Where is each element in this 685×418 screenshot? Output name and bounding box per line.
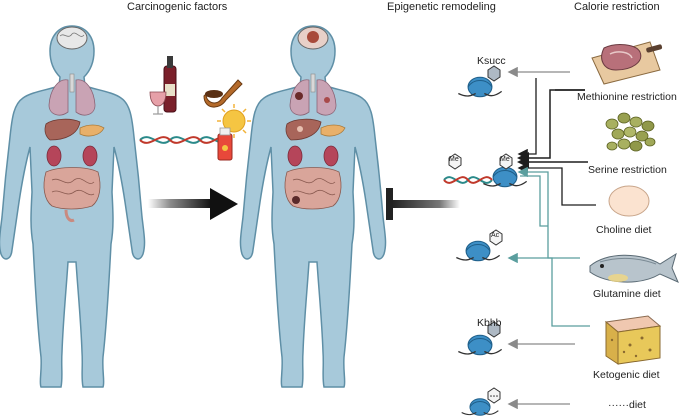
connector-arrows bbox=[507, 66, 596, 410]
sun-icon bbox=[217, 104, 251, 138]
diet-ketogenic-label: Ketogenic diet bbox=[593, 369, 660, 381]
pipe-icon bbox=[203, 79, 243, 108]
inhibition-bar bbox=[386, 188, 460, 220]
wine-icon bbox=[149, 56, 177, 115]
diet-choline-label: Choline diet bbox=[596, 224, 652, 236]
kidneys-icon bbox=[46, 145, 98, 167]
diseased-kidneys-icon bbox=[287, 145, 339, 167]
egg-icon bbox=[608, 185, 650, 217]
mark-kbhb: Kbhb bbox=[477, 317, 502, 329]
beans-icon bbox=[605, 112, 656, 152]
acetyl-nucleosome bbox=[455, 229, 503, 262]
lungs-icon bbox=[48, 73, 96, 116]
intestine-icon bbox=[43, 167, 101, 222]
kbhb-nucleosome bbox=[457, 321, 503, 356]
diet-methionine-label: Methionine restriction bbox=[577, 91, 677, 103]
other-nucleosome bbox=[460, 387, 501, 416]
diseased-liver-icon bbox=[285, 118, 322, 141]
diseased-lungs-icon bbox=[289, 73, 337, 116]
dna-icon bbox=[139, 136, 229, 144]
header-epigenetic-remodeling: Epigenetic remodeling bbox=[387, 1, 496, 13]
pancreas-icon bbox=[79, 124, 105, 137]
meat-icon bbox=[591, 41, 663, 85]
diet-other-label: ······diet bbox=[608, 399, 646, 411]
sunscreen-icon bbox=[217, 127, 233, 161]
mark-ksucc: Ksucc bbox=[477, 55, 506, 67]
diet-glutamine-label: Glutamine diet bbox=[593, 288, 661, 300]
brain-icon bbox=[56, 26, 88, 50]
fish-icon bbox=[589, 252, 679, 283]
diseased-intestine-icon bbox=[284, 167, 342, 210]
liver-icon bbox=[44, 118, 81, 141]
diet-serine-label: Serine restriction bbox=[588, 164, 667, 176]
ksucc-nucleosome bbox=[457, 65, 503, 98]
methylated-dna bbox=[443, 153, 528, 188]
mark-me-nucleosome: Me bbox=[500, 156, 510, 163]
brain-tumor-icon bbox=[297, 26, 329, 50]
cheese-icon bbox=[604, 315, 662, 365]
header-calorie-restriction: Calorie restriction bbox=[574, 1, 660, 13]
cancer-human-figure bbox=[239, 25, 387, 388]
mark-ac: Ac bbox=[491, 232, 500, 239]
header-carcinogenic-factors: Carcinogenic factors bbox=[127, 1, 228, 13]
healthy-human-figure bbox=[0, 25, 146, 388]
mark-me-dna: Me bbox=[449, 156, 459, 163]
diseased-pancreas-icon bbox=[320, 124, 346, 137]
progression-arrow bbox=[148, 188, 238, 220]
